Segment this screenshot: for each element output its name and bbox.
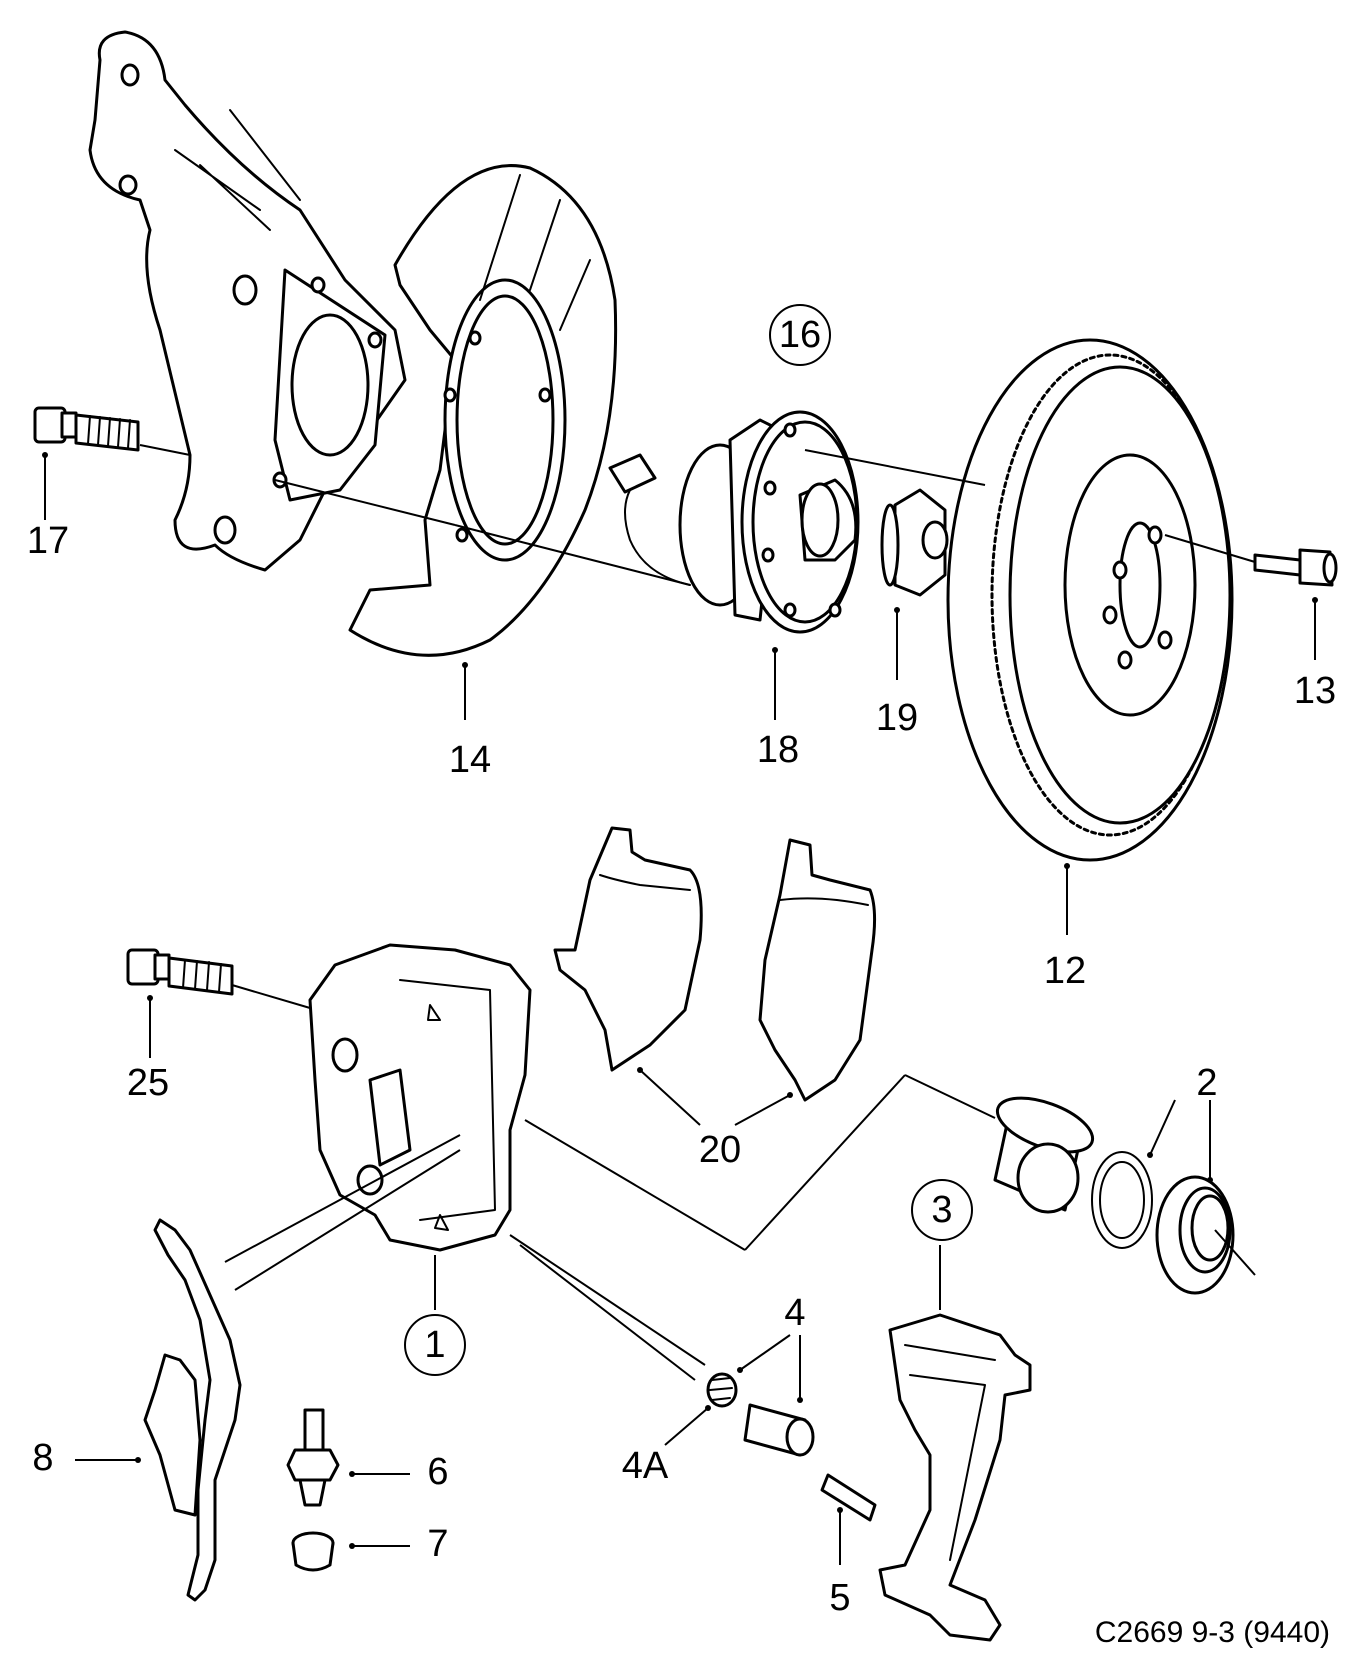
label-2: 2 bbox=[1196, 1062, 1217, 1104]
wheel-hub bbox=[678, 410, 860, 634]
label-14: 14 bbox=[449, 739, 491, 781]
label-4: 4 bbox=[784, 1292, 805, 1334]
figure-code: C2669 9-3 (9440) bbox=[1095, 1616, 1330, 1649]
label-4a: 4A bbox=[622, 1445, 669, 1487]
bleed-nipple bbox=[286, 1408, 340, 1507]
label-5: 5 bbox=[829, 1577, 850, 1619]
guide-bushing-4a bbox=[706, 1372, 738, 1408]
hub-nut bbox=[880, 488, 949, 597]
label-16: 16 bbox=[779, 314, 821, 356]
label-6: 6 bbox=[427, 1451, 448, 1493]
label-17: 17 bbox=[27, 520, 69, 562]
wheel-speed-sensor bbox=[608, 453, 691, 586]
label-8: 8 bbox=[32, 1437, 53, 1479]
dust-cap bbox=[291, 1531, 335, 1572]
bolt-13 bbox=[1253, 548, 1338, 587]
piston-seal bbox=[1091, 1151, 1153, 1249]
label-ring-3 bbox=[911, 1179, 973, 1241]
brake-caliper bbox=[308, 943, 532, 1252]
guide-pin-5 bbox=[820, 1473, 877, 1522]
label-ring-16 bbox=[769, 304, 831, 366]
dust-boot bbox=[1155, 1175, 1235, 1295]
label-25: 25 bbox=[127, 1062, 169, 1104]
label-20: 20 bbox=[699, 1129, 741, 1171]
brake-disc bbox=[946, 338, 1234, 862]
brake-pad-inner bbox=[758, 838, 877, 1102]
guide-sleeve-4 bbox=[743, 1403, 815, 1457]
leader-lines bbox=[42, 444, 1318, 1565]
label-12: 12 bbox=[1044, 950, 1086, 992]
label-18: 18 bbox=[757, 729, 799, 771]
caliper-piston bbox=[993, 1096, 1095, 1214]
label-3: 3 bbox=[931, 1189, 952, 1231]
label-19: 19 bbox=[876, 697, 918, 739]
label-7: 7 bbox=[427, 1523, 448, 1565]
anti-rattle-spring bbox=[143, 1218, 242, 1602]
bolt-25 bbox=[126, 948, 234, 996]
bolt-17 bbox=[33, 406, 140, 452]
label-ring-1 bbox=[404, 1314, 466, 1376]
caliper-bracket bbox=[878, 1313, 1032, 1642]
label-13: 13 bbox=[1294, 670, 1336, 712]
brake-pad-outer bbox=[553, 826, 703, 1072]
label-1: 1 bbox=[424, 1324, 445, 1366]
steering-knuckle bbox=[88, 30, 407, 572]
splash-shield bbox=[348, 164, 618, 657]
